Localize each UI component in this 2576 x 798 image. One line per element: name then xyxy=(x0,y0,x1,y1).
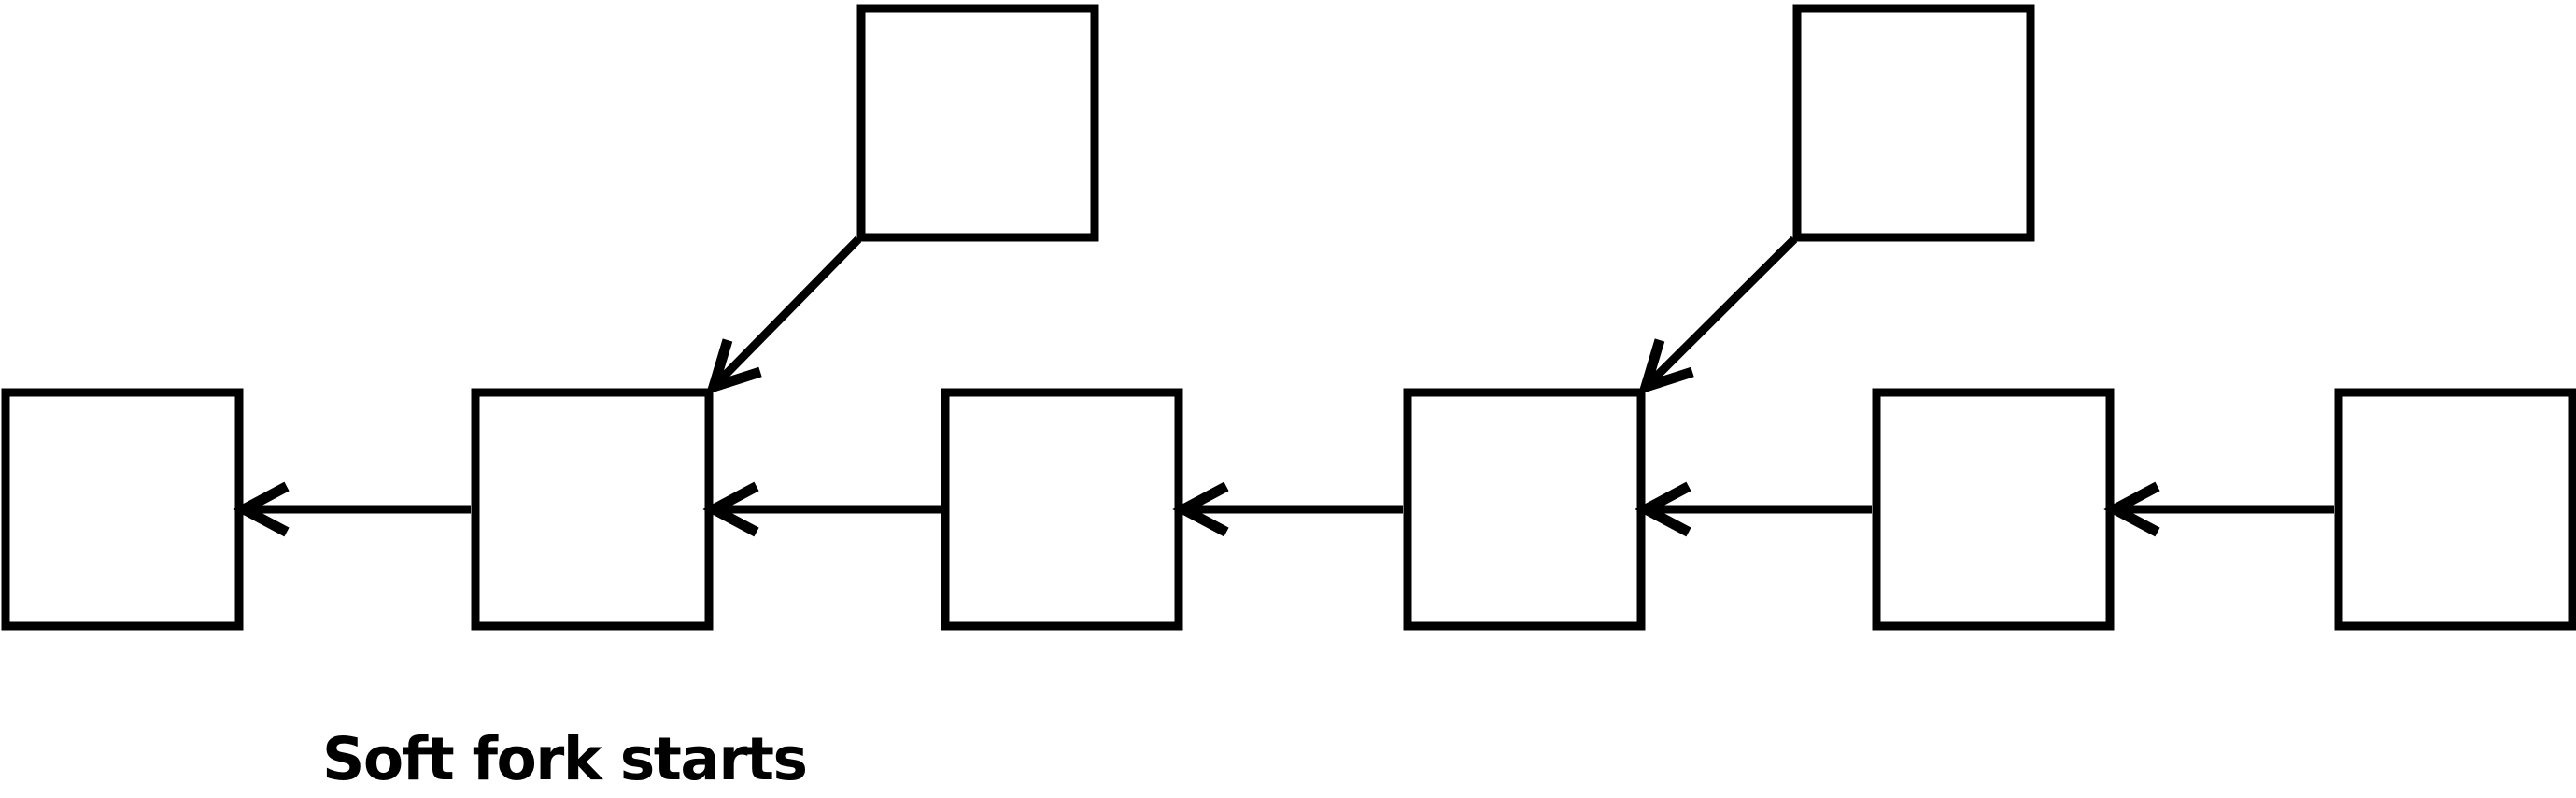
fork-block-1 xyxy=(856,4,1099,242)
chain-block-4 xyxy=(1403,388,1646,631)
arrow-forkblock2-to-block4 xyxy=(1637,235,1798,395)
arrow-shaft xyxy=(1642,235,1798,391)
arrow-block5-to-block4 xyxy=(1635,481,1872,537)
arrowhead-left-icon xyxy=(2103,481,2160,537)
chain-block-3 xyxy=(941,388,1183,631)
arrow-block2-to-block1 xyxy=(233,481,471,537)
arrowhead-left-icon xyxy=(1172,481,1229,537)
soft-fork-label: Soft fork starts xyxy=(322,725,807,793)
arrow-block4-to-block3 xyxy=(1172,481,1403,537)
fork-block-2 xyxy=(1792,4,2035,242)
chain-block-6 xyxy=(2334,388,2576,631)
chain-block-5 xyxy=(1872,388,2115,631)
arrowhead-left-icon xyxy=(702,481,759,537)
arrow-block3-to-block2 xyxy=(702,481,941,537)
arrow-block6-to-block5 xyxy=(2103,481,2334,537)
chain-block-2 xyxy=(471,388,714,631)
arrow-shaft xyxy=(710,235,862,391)
arrowhead-diagonal-icon xyxy=(1637,338,1694,395)
arrowhead-diagonal-icon xyxy=(705,338,762,395)
arrowhead-left-icon xyxy=(233,481,290,537)
arrow-forkblock1-to-block2 xyxy=(705,235,862,395)
arrowhead-left-icon xyxy=(1635,481,1691,537)
chain-block-1 xyxy=(1,388,244,631)
